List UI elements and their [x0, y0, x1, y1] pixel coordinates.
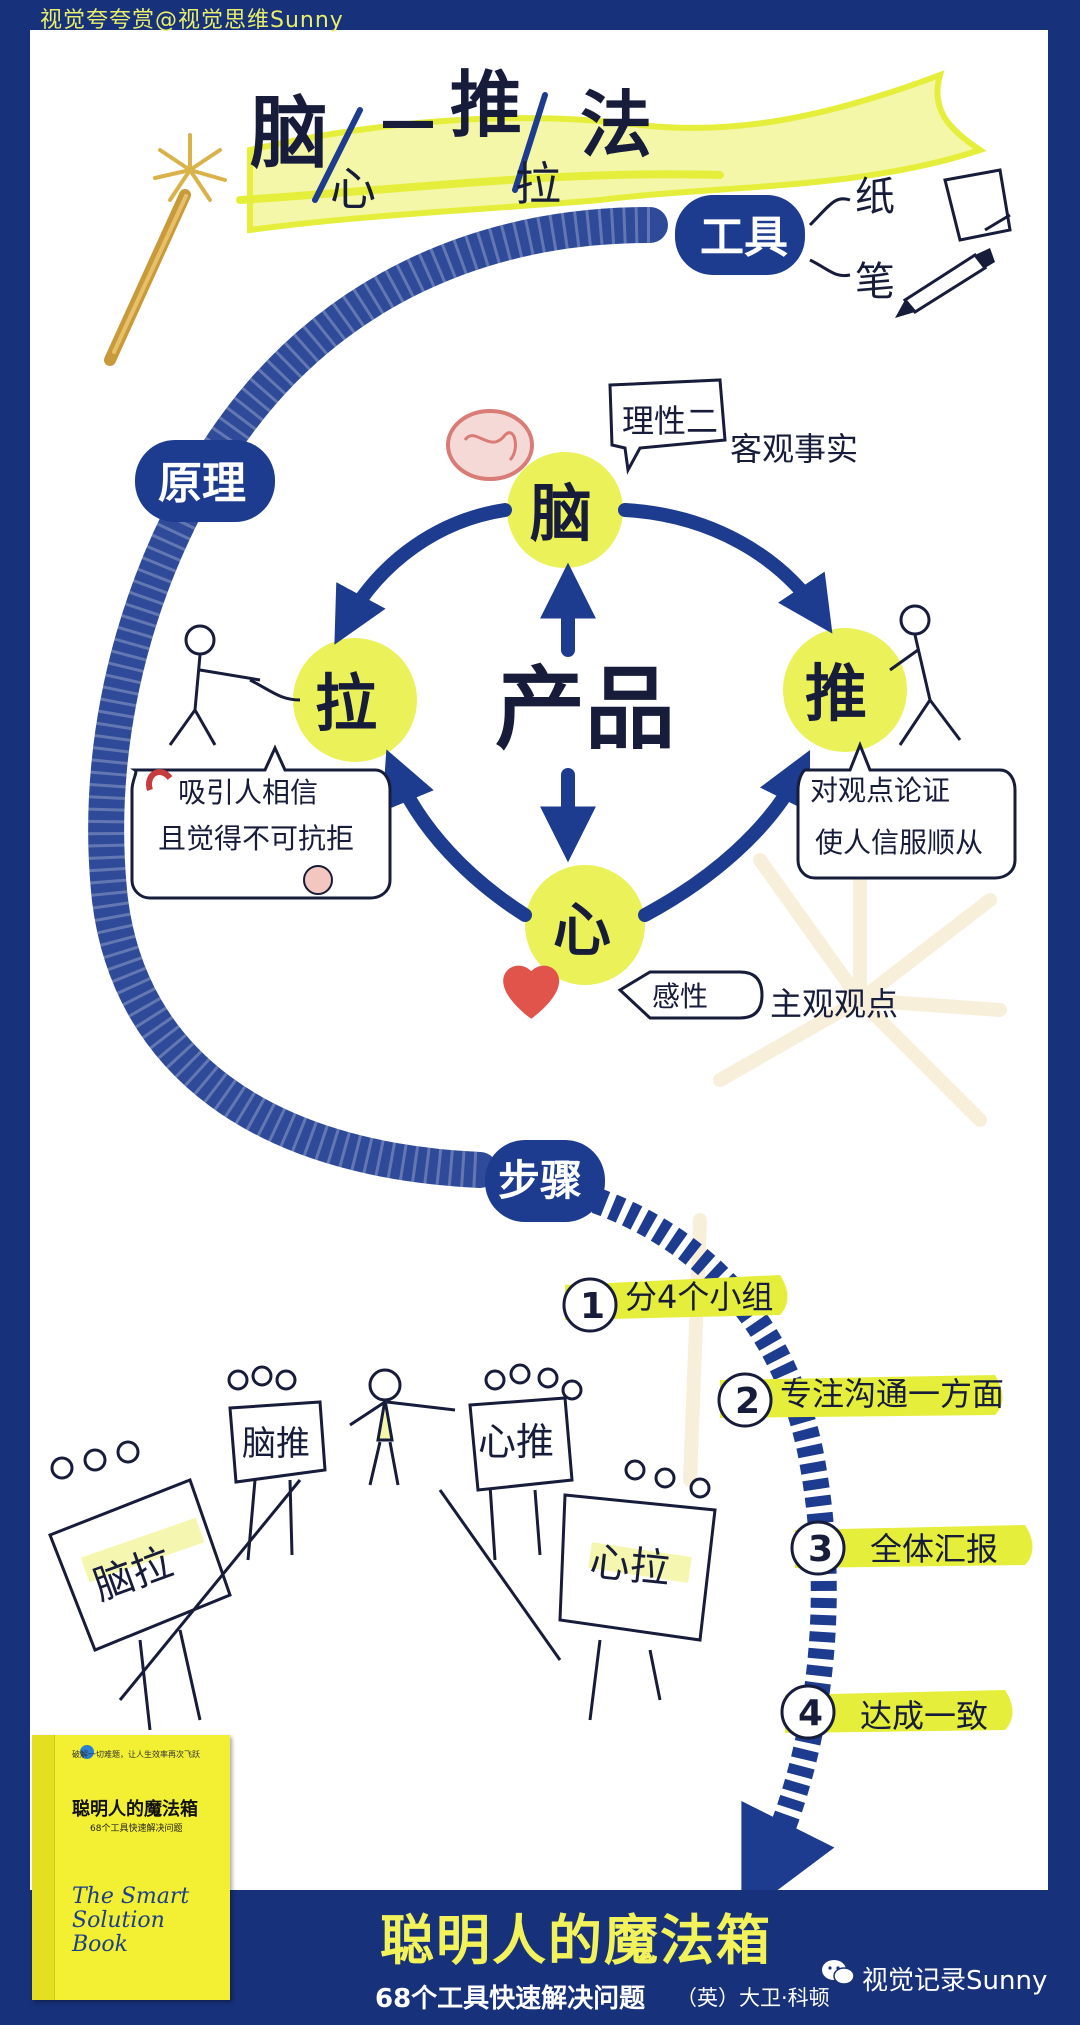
magic-wand-icon: [110, 135, 225, 360]
step-2-num: 2: [735, 1381, 760, 1422]
tools-label: 工具: [700, 212, 788, 263]
steps-section: 步骤 1 分4个小组 2 专注沟通一方面 3 全体汇报 4 达成一致: [50, 1140, 1033, 1738]
step-1-num: 1: [580, 1286, 605, 1327]
book-spine: [32, 1735, 55, 2000]
book-title-en: The Smart Solution Book: [72, 1885, 222, 1957]
pull-node: 拉: [315, 667, 377, 740]
wechat-icon: [820, 1958, 856, 1988]
arrow-brain-to-pull: [345, 510, 505, 625]
step-4-num: 4: [798, 1693, 823, 1734]
book-title: 聪明人的魔法箱: [72, 1795, 198, 1821]
title-pull: 拉: [515, 157, 561, 211]
brain-note: 理性二 客观事实: [610, 380, 858, 470]
title-heart: 心: [330, 162, 376, 216]
step-3-text: 全体汇报: [870, 1530, 998, 1568]
book-subtitle: 68个工具快速解决问题: [90, 1821, 182, 1834]
book-cover: 破解一切难题，让人生效率再次飞跃 聪明人的魔法箱 68个工具快速解决问题 The…: [32, 1735, 230, 2000]
step-item-3: 3 全体汇报: [792, 1522, 1033, 1574]
group-sign-brain-pull: 脑拉: [50, 1442, 230, 1730]
heart-node: 心: [553, 896, 611, 964]
group-sign-4-label: 心拉: [588, 1539, 672, 1593]
footer-brand: 视觉记录Sunny: [862, 1960, 1047, 1997]
title-method: 法: [580, 83, 652, 167]
title-dash: —: [380, 89, 436, 154]
paper-icon: [945, 170, 1010, 240]
heart-note-bubble: 感性: [652, 980, 708, 1013]
heart-note-text: 主观观点: [770, 985, 898, 1023]
brain-icon: [448, 411, 532, 479]
step-1-text: 分4个小组: [625, 1278, 773, 1316]
book-tagline: 破解一切难题，让人生效率再次飞跃: [72, 1749, 200, 1760]
heart-icon: [503, 966, 559, 1019]
brain-node: 脑: [530, 477, 592, 550]
pull-note: 吸引人相信 且觉得不可抗拒: [132, 748, 390, 898]
footer-author: （英）大卫·科顿: [676, 1982, 830, 2012]
arrow-heart-to-pull: [395, 770, 525, 915]
pulling-figure-icon: [170, 626, 300, 745]
group-sign-3-label: 心推: [478, 1420, 554, 1464]
step-item-1: 1 分4个小组: [564, 1275, 788, 1331]
push-note-line-1: 对观点论证: [810, 774, 950, 807]
title-push: 推: [450, 63, 522, 147]
group-sign-brain-push: 脑推: [229, 1367, 325, 1560]
brain-note-text: 客观事实: [730, 430, 858, 468]
step-4-text: 达成一致: [860, 1697, 988, 1735]
group-sign-2-label: 脑推: [242, 1424, 310, 1464]
group-sign-heart-pull: 心拉: [560, 1461, 715, 1720]
steps-label: 步骤: [498, 1156, 582, 1205]
principle-section: 原理: [135, 440, 275, 522]
push-node: 推: [805, 657, 867, 730]
push-note: 对观点论证 使人信服顺从: [798, 745, 1015, 878]
step-item-2: 2 专注沟通一方面: [719, 1374, 1004, 1426]
title-brain: 脑: [250, 89, 328, 179]
step-2-text: 专注沟通一方面: [780, 1375, 1004, 1413]
tool-paper-label: 纸: [855, 174, 895, 220]
tool-pen-label: 笔: [855, 259, 895, 305]
arrow-brain-to-push: [625, 510, 820, 615]
footer-title: 聪明人的魔法箱: [380, 1896, 772, 1975]
pull-note-line-2: 且觉得不可抗拒: [158, 822, 354, 855]
pen-icon: [895, 248, 995, 318]
person-face-icon: [304, 866, 332, 894]
product-center: 产品: [495, 657, 675, 762]
push-note-line-2: 使人信服顺从: [815, 826, 983, 859]
footer-subtitle: 68个工具快速解决问题: [375, 1978, 645, 2015]
step-3-num: 3: [808, 1529, 833, 1570]
step-item-4: 4 达成一致: [782, 1686, 1013, 1738]
pull-note-line-1: 吸引人相信: [178, 776, 318, 809]
brain-note-bubble: 理性二: [622, 402, 718, 440]
watermark-text: 视觉夸夸赏@视觉思维Sunny: [40, 2, 344, 34]
principle-label: 原理: [158, 458, 246, 509]
